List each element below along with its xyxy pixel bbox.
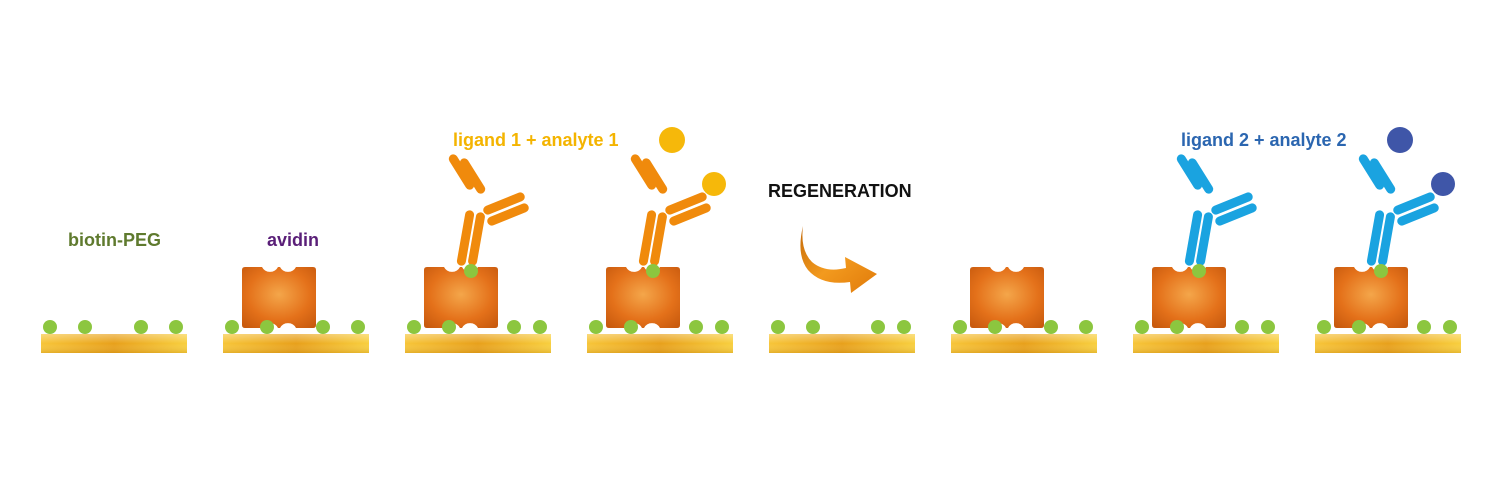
stage-avidin-regenerated	[951, 267, 1097, 353]
avidin-protein	[1152, 267, 1226, 328]
stage-regeneration	[769, 320, 915, 353]
ligand-analyte-1-label: ligand 1 + analyte 1	[453, 130, 619, 150]
avidin-label: avidin	[267, 230, 319, 250]
biotin-dots	[771, 320, 911, 334]
ligand-2-antibody	[1357, 152, 1441, 267]
ligand-analyte-2-label: ligand 2 + analyte 2	[1181, 130, 1347, 150]
stage-ligand-1-analyte-1	[587, 152, 733, 353]
avidin-protein	[424, 267, 498, 328]
stage-ligand-2	[1133, 152, 1279, 353]
gold-substrate	[405, 334, 551, 353]
avidin-protein	[1334, 267, 1408, 328]
analyte-2-bound	[1431, 172, 1455, 196]
biotin-dots	[225, 320, 365, 334]
regeneration-label: REGENERATION	[768, 181, 912, 201]
stage-biotin-peg	[41, 320, 187, 353]
gold-substrate	[223, 334, 369, 353]
biotin-dot-bound	[464, 264, 478, 278]
avidin-protein	[606, 267, 680, 328]
biotin-dot-bound	[1192, 264, 1206, 278]
analyte-1-free	[659, 127, 685, 153]
analyte-2-free	[1387, 127, 1413, 153]
avidin-protein	[970, 267, 1044, 328]
analyte-1-bound	[702, 172, 726, 196]
gold-substrate	[587, 334, 733, 353]
biotin-dots	[589, 320, 729, 334]
ligand-1-antibody	[447, 152, 531, 267]
stage-ligand-1	[405, 152, 551, 353]
ligand-2-antibody	[1175, 152, 1259, 267]
gold-substrate	[1133, 334, 1279, 353]
stage-ligand-2-analyte-2	[1315, 152, 1461, 353]
biotin-dots	[1135, 320, 1275, 334]
biotin-dots	[407, 320, 547, 334]
gold-substrate	[951, 334, 1097, 353]
gold-substrate	[41, 334, 187, 353]
biotin-dot-bound	[646, 264, 660, 278]
gold-substrate	[1315, 334, 1461, 353]
biotin-dots	[1317, 320, 1457, 334]
biotin-dots	[953, 320, 1093, 334]
biotin-dots	[43, 320, 183, 334]
avidin-protein	[242, 267, 316, 328]
stage-avidin	[223, 267, 369, 353]
regeneration-arrow	[800, 226, 877, 293]
gold-substrate	[769, 334, 915, 353]
ligand-1-antibody	[629, 152, 713, 267]
biotin-peg-label: biotin-PEG	[68, 230, 161, 250]
biotin-dot-bound	[1374, 264, 1388, 278]
